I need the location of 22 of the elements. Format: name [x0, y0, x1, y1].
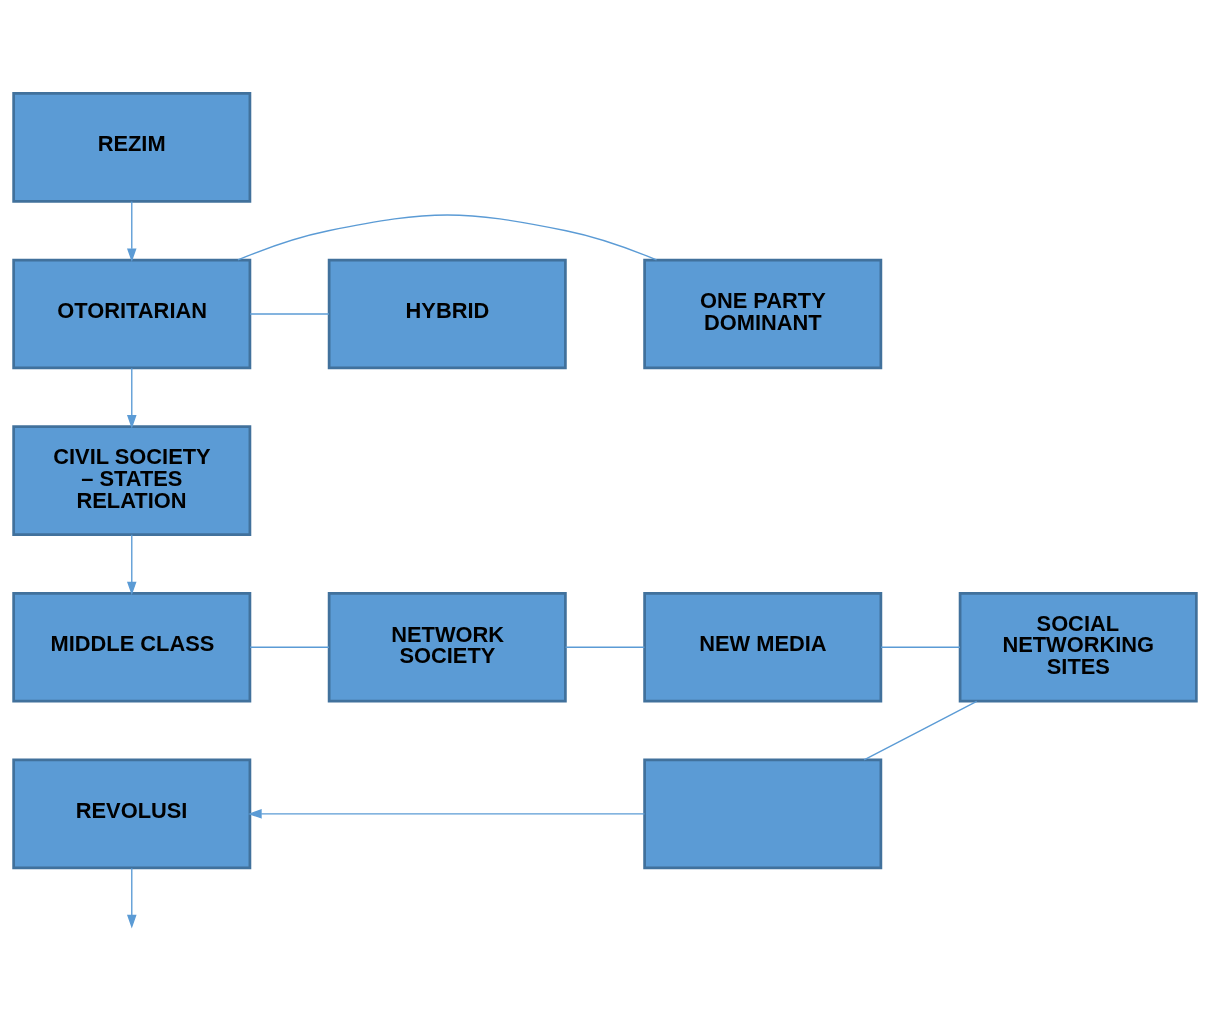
- node-box: OTORITARIAN: [12, 258, 252, 369]
- arrow: [127, 867, 137, 929]
- connector: [249, 646, 330, 648]
- node-box: HYBRID: [327, 258, 567, 369]
- arrow: [127, 200, 137, 262]
- node-box: REVOLUSI: [12, 758, 252, 869]
- connector: [249, 312, 330, 315]
- node-box: NEW MEDIA: [643, 591, 883, 703]
- connector: [237, 213, 658, 261]
- node-box: REZIM: [12, 91, 252, 203]
- node-box: [643, 758, 883, 869]
- node-box: SOCIAL NETWORKING SITES: [958, 591, 1198, 703]
- connector: [863, 700, 978, 761]
- arrow: [248, 808, 646, 819]
- node-box: MIDDLE CLASS: [12, 591, 252, 703]
- connector: [564, 646, 646, 648]
- node-box: ONE PARTY DOMINANT: [643, 258, 883, 369]
- node-box: NETWORK SOCIETY: [327, 591, 567, 703]
- arrow: [127, 533, 137, 595]
- arrow: [127, 366, 137, 429]
- node-box: CIVIL SOCIETY – STATES RELATION: [12, 424, 252, 536]
- connector: [880, 646, 961, 648]
